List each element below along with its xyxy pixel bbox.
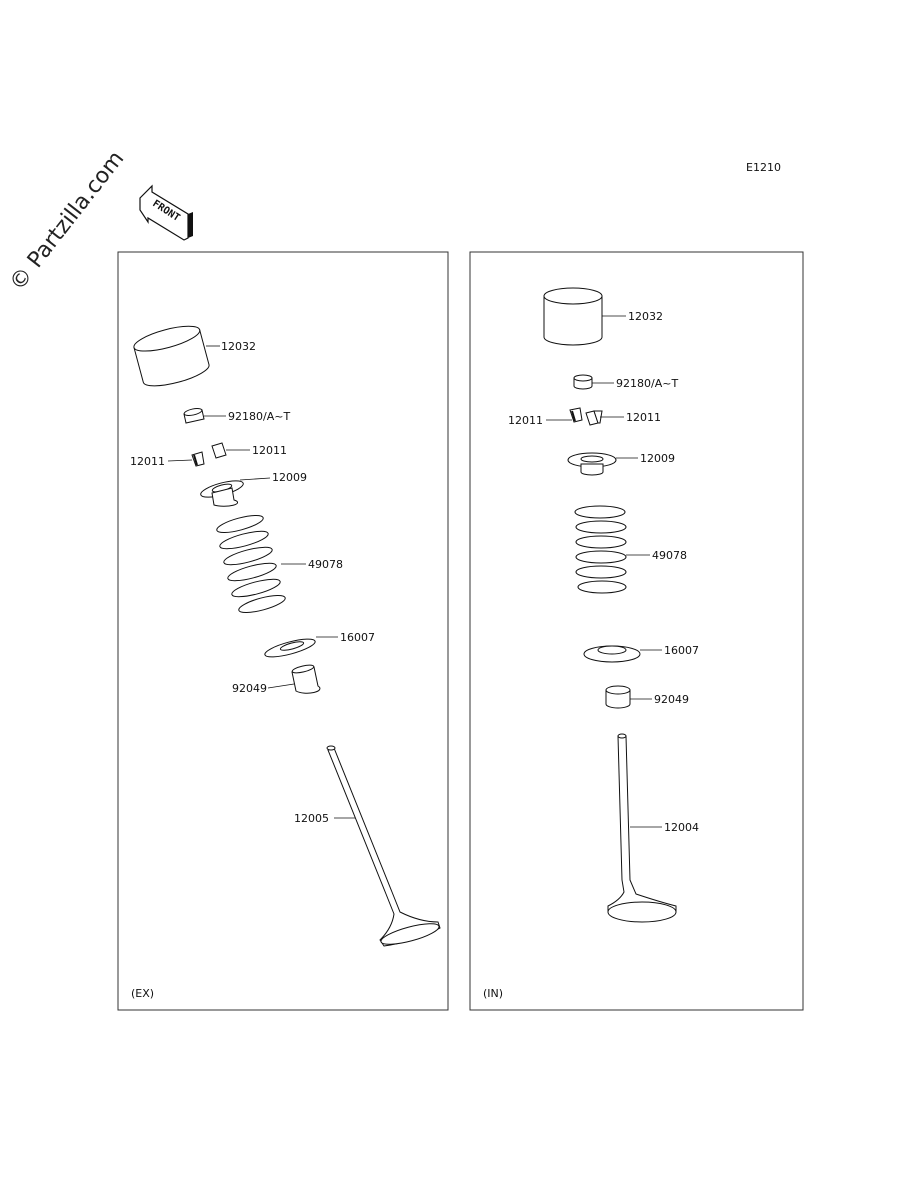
ex-cotter-left-label: 12011 bbox=[130, 455, 165, 468]
ex-cotter-right bbox=[211, 442, 227, 459]
in-shim bbox=[573, 374, 593, 390]
intake-panel-frame bbox=[469, 251, 804, 1011]
in-seal-label: 92049 bbox=[654, 693, 689, 706]
ex-seat bbox=[264, 638, 316, 658]
ex-seal-label: 92049 bbox=[232, 682, 267, 695]
in-seat-label: 16007 bbox=[664, 644, 699, 657]
ex-cotter-right-label: 12011 bbox=[252, 444, 287, 457]
ex-spring bbox=[216, 515, 286, 613]
in-seal bbox=[605, 685, 631, 709]
in-tappet-label: 12032 bbox=[628, 310, 663, 323]
ex-shim bbox=[183, 408, 205, 424]
in-cotter-right-label: 12011 bbox=[626, 411, 661, 424]
in-seat bbox=[583, 645, 641, 663]
ex-retainer bbox=[200, 480, 244, 507]
ex-tappet bbox=[133, 325, 210, 387]
diagram-code: E1210 bbox=[746, 161, 781, 174]
intake-panel-label: (IN) bbox=[483, 987, 503, 1000]
ex-valve-label: 12005 bbox=[294, 812, 329, 825]
ex-retainer-label: 12009 bbox=[272, 471, 307, 484]
in-valve-label: 12004 bbox=[664, 821, 699, 834]
in-spring-label: 49078 bbox=[652, 549, 687, 562]
in-retainer bbox=[567, 452, 617, 476]
intake-panel: (IN) 12032 92180/A~T 12011 12011 bbox=[469, 251, 804, 1011]
exhaust-panel: (EX) 12032 92180/A~T 12011 12011 bbox=[117, 251, 449, 1011]
in-valve bbox=[607, 733, 677, 923]
exhaust-panel-label: (EX) bbox=[131, 987, 154, 1000]
in-cotter-right bbox=[585, 410, 603, 426]
partzilla-watermark: © Partzilla.com bbox=[5, 147, 129, 296]
ex-valve bbox=[326, 745, 441, 947]
ex-tappet-label: 12032 bbox=[221, 340, 256, 353]
in-spring bbox=[574, 505, 627, 594]
in-retainer-label: 12009 bbox=[640, 452, 675, 465]
ex-seat-label: 16007 bbox=[340, 631, 375, 644]
ex-shim-label: 92180/A~T bbox=[228, 410, 290, 423]
in-shim-label: 92180/A~T bbox=[616, 377, 678, 390]
ex-cotter-left bbox=[191, 451, 205, 467]
front-arrow-icon: FRONT bbox=[139, 184, 193, 241]
ex-spring-label: 49078 bbox=[308, 558, 343, 571]
ex-seal bbox=[291, 664, 321, 694]
in-cotter-left bbox=[569, 407, 583, 423]
in-tappet bbox=[543, 287, 603, 346]
in-cotter-left-label: 12011 bbox=[508, 414, 543, 427]
